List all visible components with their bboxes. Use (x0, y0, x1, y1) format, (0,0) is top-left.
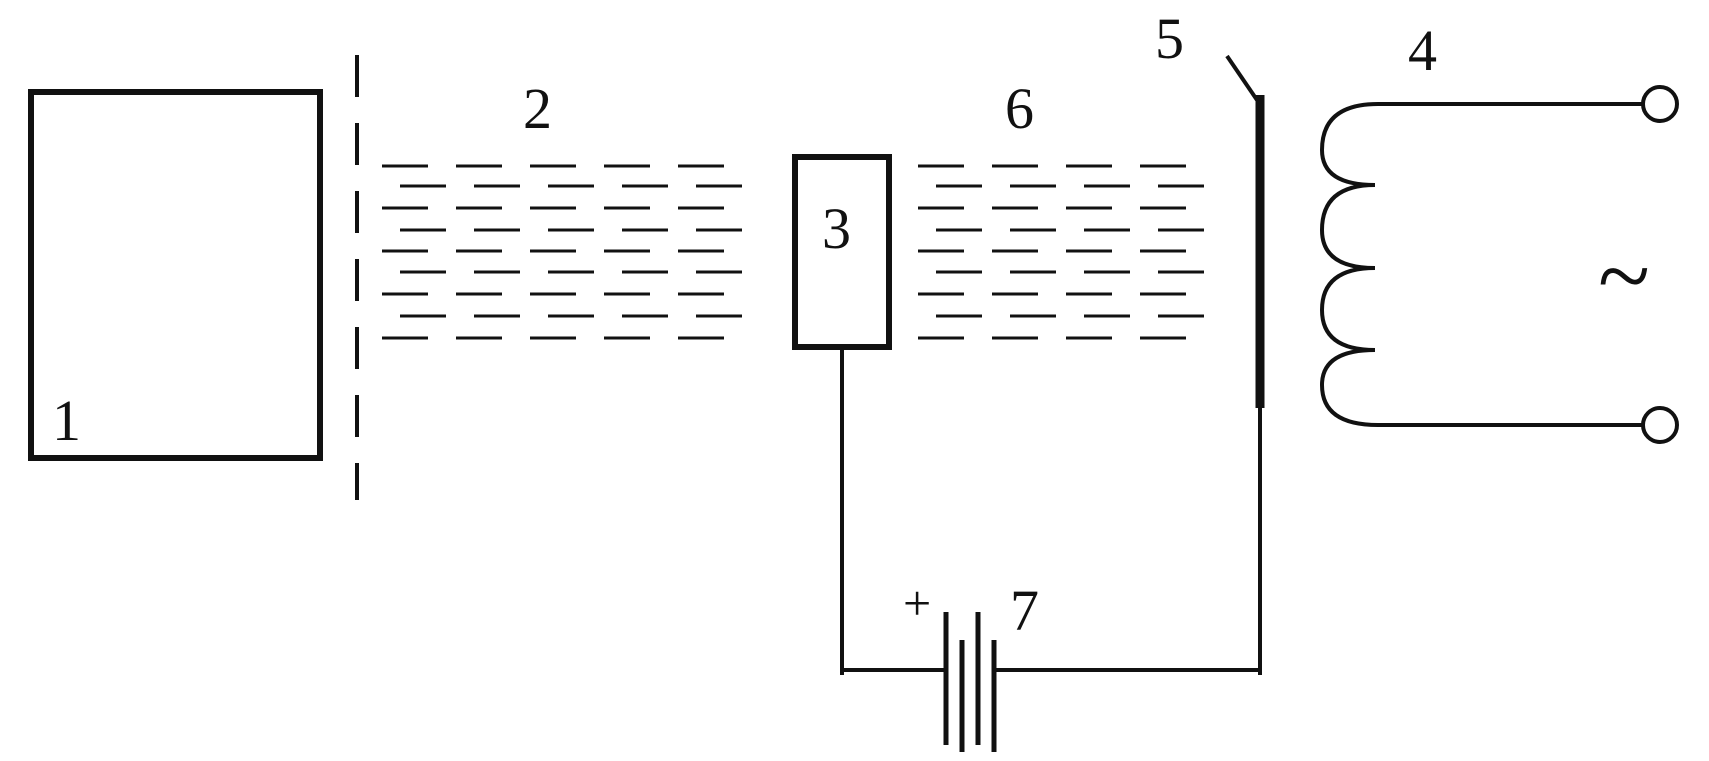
beam-left (382, 166, 742, 338)
battery (946, 612, 994, 752)
label-coil: 4 (1408, 18, 1437, 83)
label-plate: 5 (1155, 6, 1184, 71)
battery-plus: + (903, 575, 931, 631)
label-collector: 3 (822, 196, 851, 261)
label-battery: 7 (1010, 578, 1039, 643)
label-beam-left: 2 (523, 76, 552, 141)
coil (1322, 104, 1378, 425)
label-source: 1 (52, 388, 81, 453)
label-beam-right: 6 (1005, 76, 1034, 141)
terminal-top (1643, 87, 1677, 121)
ac-symbol: ~ (1598, 222, 1650, 329)
beam-right (918, 166, 1204, 338)
terminal-bottom (1643, 408, 1677, 442)
plate-leader (1227, 56, 1257, 100)
